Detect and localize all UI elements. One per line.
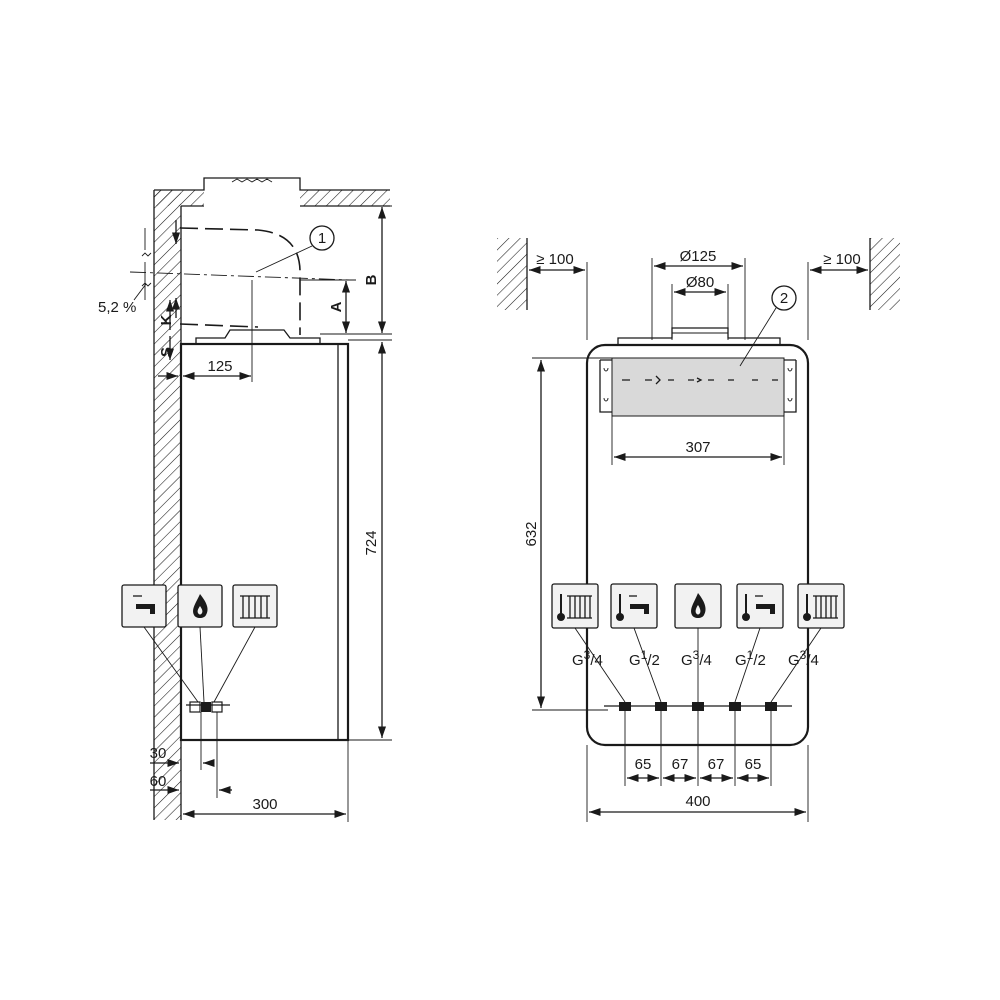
wall-hatch: [154, 190, 181, 820]
connection-leaders: [574, 627, 822, 703]
boiler-side-body: [179, 342, 350, 742]
callout-1-label: 1: [318, 230, 326, 247]
dim-400-label: 400: [685, 793, 710, 810]
thread-label-2: G1/2: [629, 648, 660, 669]
spacing-label-1: 65: [635, 756, 652, 773]
dim-30-label: 30: [150, 745, 167, 762]
thread-labels: G3/4 G1/2 G3/4 G1/2 G3/4: [572, 648, 819, 669]
tap-icon: [133, 595, 155, 614]
boiler-front-body: [585, 343, 810, 747]
thread-label-3: G3/4: [681, 648, 712, 669]
front-view: ≥ 100 ≥ 100 Ø125 Ø80 2: [497, 238, 900, 822]
ceiling-hatch-right: [300, 190, 390, 206]
spacing-dimensions: 65 67 67 65: [624, 711, 772, 786]
radiator-icon: [240, 595, 270, 619]
side-view: 1 5,2 % B A K S 125 724: [98, 177, 392, 822]
flame-icon: [193, 594, 208, 618]
side-connection-stubs: [186, 701, 230, 713]
dim-300-label: 300: [252, 796, 277, 813]
slope-label: 5,2 %: [98, 299, 136, 316]
spacing-label-4: 65: [745, 756, 762, 773]
side-connection-icons: [121, 584, 278, 703]
front-connection-stubs: [604, 702, 792, 711]
right-wall-hatch: [870, 238, 900, 310]
dim-a-label: A: [328, 301, 345, 312]
break-mark: [231, 178, 273, 183]
flame-icon: [691, 593, 706, 618]
dim-724-label: 724: [363, 530, 380, 555]
spacing-label-2: 67: [672, 756, 689, 773]
dim-307-label: 307: [685, 439, 710, 456]
dim-k-label: K: [158, 314, 175, 325]
dim-632-label: 632: [523, 521, 540, 546]
dim-125-label: 125: [207, 358, 232, 375]
clearance-right-label: ≥ 100: [823, 251, 860, 268]
spacing-label-3: 67: [708, 756, 725, 773]
mounting-rail: [599, 357, 797, 417]
dia-125-label: Ø125: [680, 248, 717, 265]
dim-60-label: 60: [150, 773, 167, 790]
thread-label-1: G3/4: [572, 648, 603, 669]
thread-label-5: G3/4: [788, 648, 819, 669]
dim-b-label: B: [363, 274, 380, 285]
radiator-thermometer-icon: [557, 594, 592, 621]
front-connection-icons: [551, 583, 845, 629]
dim-s-label: S: [158, 347, 175, 357]
dia-80-label: Ø80: [686, 274, 714, 291]
clearance-left-label: ≥ 100: [536, 251, 573, 268]
radiator-thermometer-icon: [803, 594, 838, 621]
tap-thermometer-icon: [742, 594, 775, 621]
thread-label-4: G1/2: [735, 648, 766, 669]
tap-thermometer-icon: [616, 594, 649, 621]
callout-2-label: 2: [780, 290, 788, 307]
left-wall-hatch: [497, 238, 527, 310]
